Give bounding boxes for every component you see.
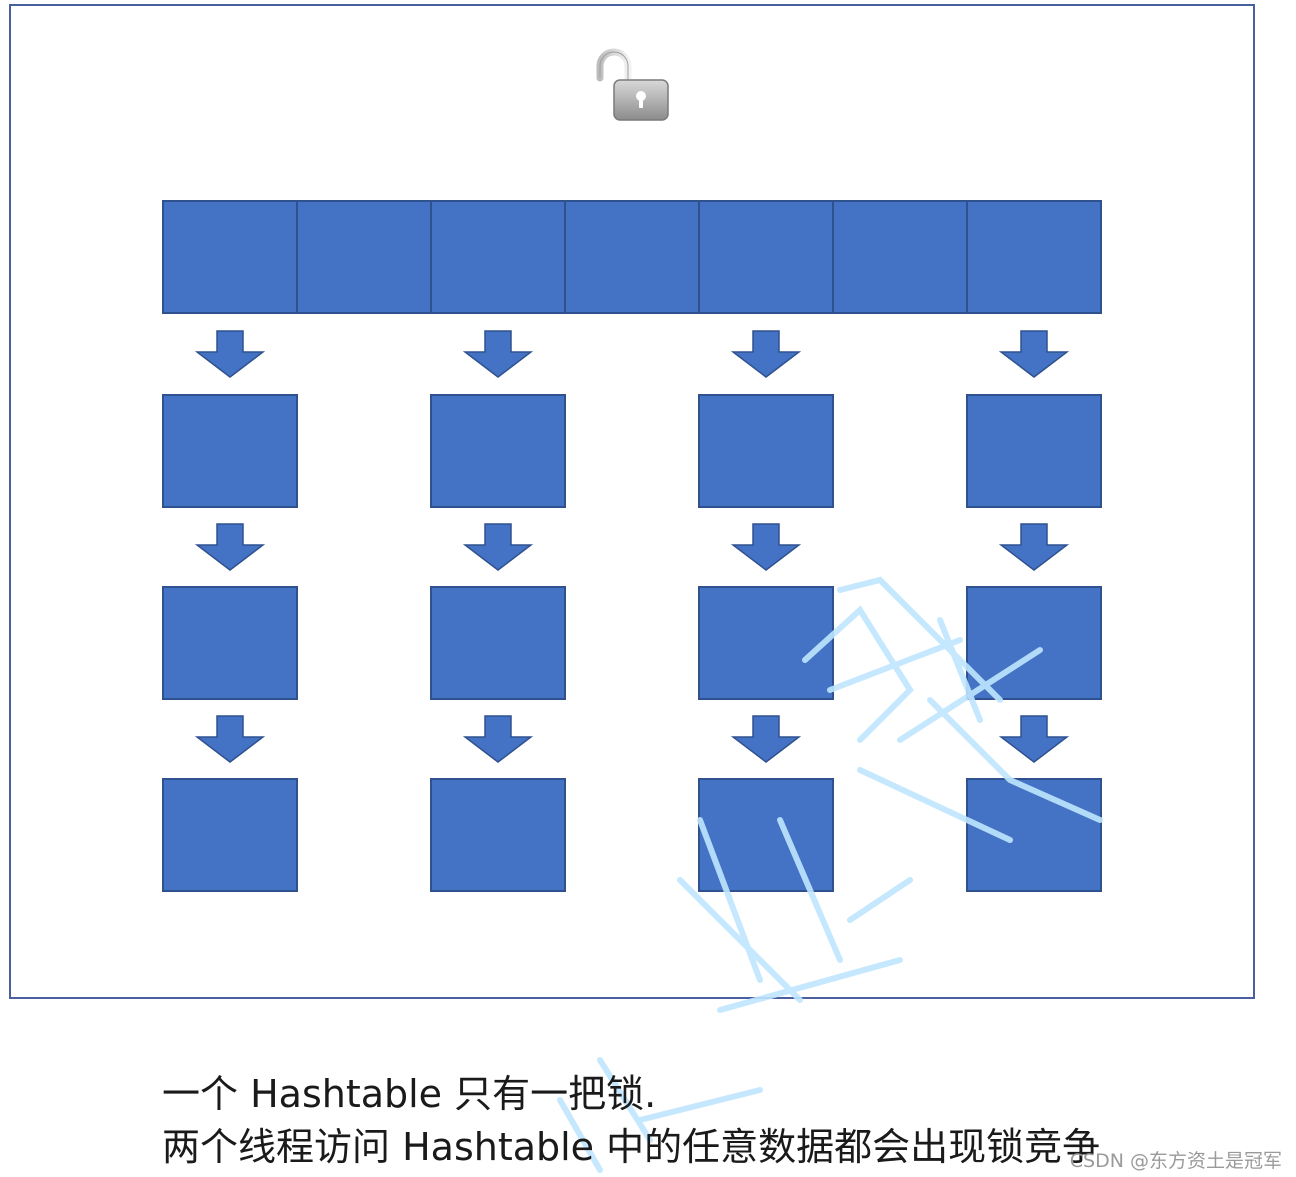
down-arrow-icon xyxy=(998,330,1070,378)
chain-node-1-2 xyxy=(162,586,298,700)
bucket-cell-1 xyxy=(162,200,298,314)
down-arrow-icon xyxy=(730,523,802,571)
chain-node-4-1 xyxy=(966,394,1102,508)
down-arrow-icon xyxy=(462,523,534,571)
bucket-cell-4 xyxy=(564,200,700,314)
bucket-cell-2 xyxy=(296,200,432,314)
chain-node-1-1 xyxy=(162,394,298,508)
down-arrow-icon xyxy=(462,715,534,763)
down-arrow-icon xyxy=(194,330,266,378)
diagram-frame xyxy=(9,4,1255,999)
down-arrow-icon xyxy=(194,715,266,763)
down-arrow-icon xyxy=(730,715,802,763)
caption-line-2: 两个线程访问 Hashtable 中的任意数据都会出现锁竞争 xyxy=(162,1125,1101,1169)
watermark-text: CSDN @东方资土是冠军 xyxy=(1069,1150,1282,1172)
down-arrow-icon xyxy=(730,330,802,378)
chain-node-2-1 xyxy=(430,394,566,508)
unlocked-padlock-icon xyxy=(596,48,669,121)
bucket-cell-5 xyxy=(698,200,834,314)
chain-node-1-3 xyxy=(162,778,298,892)
down-arrow-icon xyxy=(194,523,266,571)
chain-node-3-2 xyxy=(698,586,834,700)
bucket-cell-6 xyxy=(832,200,968,314)
chain-node-3-3 xyxy=(698,778,834,892)
chain-node-3-1 xyxy=(698,394,834,508)
chain-node-4-2 xyxy=(966,586,1102,700)
down-arrow-icon xyxy=(462,330,534,378)
bucket-cell-3 xyxy=(430,200,566,314)
chain-node-4-3 xyxy=(966,778,1102,892)
caption-line-1: 一个 Hashtable 只有一把锁. xyxy=(162,1072,657,1116)
chain-node-2-3 xyxy=(430,778,566,892)
down-arrow-icon xyxy=(998,523,1070,571)
chain-node-2-2 xyxy=(430,586,566,700)
down-arrow-icon xyxy=(998,715,1070,763)
bucket-cell-7 xyxy=(966,200,1102,314)
